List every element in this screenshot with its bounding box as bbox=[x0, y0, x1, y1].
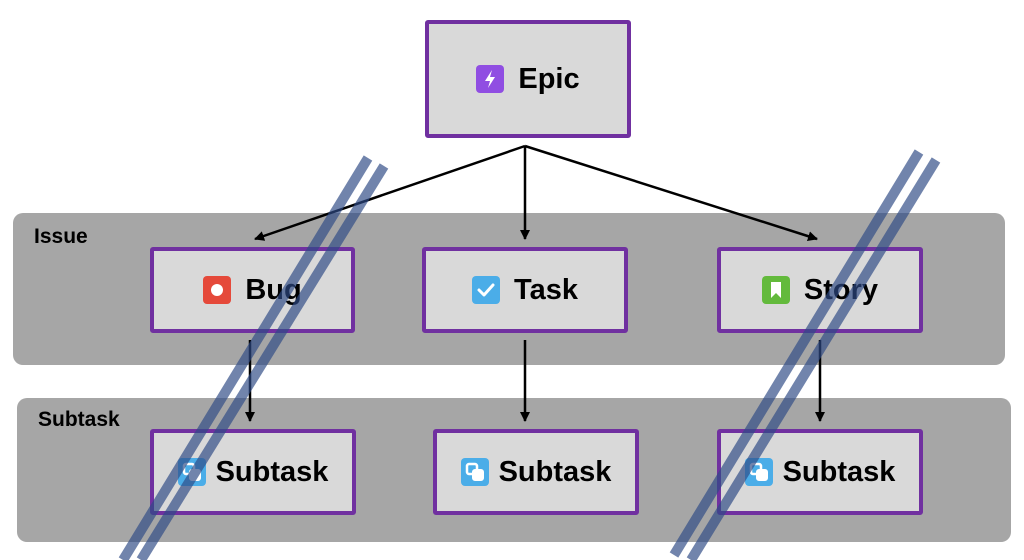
strike-bug-column bbox=[118, 155, 389, 560]
subtask-node-bug: Subtask bbox=[150, 429, 356, 515]
subtask-icon bbox=[460, 458, 489, 486]
epic-label: Epic bbox=[518, 62, 580, 95]
subtask-label-bug: Subtask bbox=[215, 455, 329, 488]
bug-node: Bug bbox=[150, 247, 355, 333]
task-label: Task bbox=[514, 273, 578, 306]
arrow-epic-to-story bbox=[524, 144, 818, 242]
subtask-label-task: Subtask bbox=[498, 455, 612, 488]
bug-icon bbox=[203, 276, 232, 304]
epic-node: Epic bbox=[425, 20, 631, 138]
strike-story-column bbox=[669, 149, 941, 560]
subtask-node-task: Subtask bbox=[433, 429, 639, 515]
arrow-epic-to-bug bbox=[254, 144, 526, 241]
subtask-band-label: Subtask bbox=[38, 408, 120, 431]
checkmark-icon bbox=[472, 276, 501, 304]
bookmark-icon bbox=[761, 276, 790, 304]
subtask-label-story: Subtask bbox=[782, 455, 896, 488]
task-node: Task bbox=[422, 247, 628, 333]
issue-band-label: Issue bbox=[34, 225, 88, 248]
lightning-icon bbox=[476, 65, 505, 93]
